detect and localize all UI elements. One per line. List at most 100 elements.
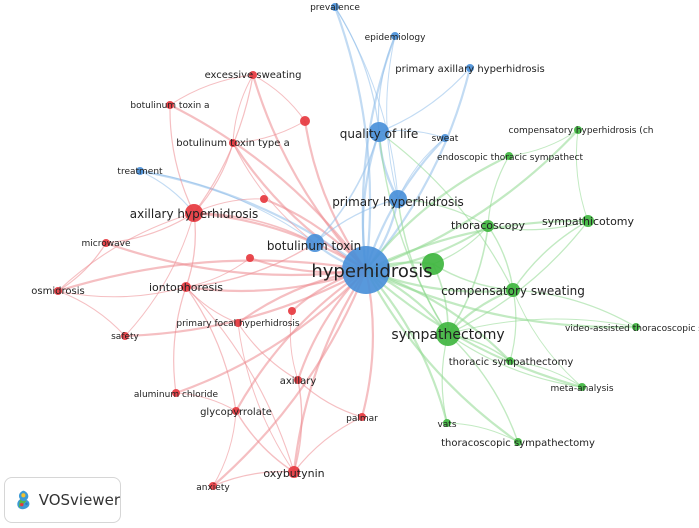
- network-link: [487, 225, 514, 291]
- node-safety[interactable]: [121, 332, 129, 340]
- network-link: [446, 422, 519, 443]
- node-microwave[interactable]: [102, 239, 110, 247]
- label-thoracic-sympathectomy[interactable]: thoracic sympathectomy: [449, 357, 574, 368]
- node-unlabeled-red-4[interactable]: [288, 307, 296, 315]
- label-oxybutynin[interactable]: oxybutynin: [263, 467, 324, 480]
- node-botulinum-toxin[interactable]: [306, 234, 324, 252]
- label-hyperhidrosis[interactable]: hyperhidrosis: [311, 261, 432, 282]
- network-link: [293, 379, 303, 473]
- network-link: [105, 241, 367, 277]
- label-iontophoresis[interactable]: iontophoresis: [149, 281, 223, 294]
- node-compensatory-hyperhidrosis[interactable]: [574, 126, 582, 134]
- node-compensatory-sweating[interactable]: [506, 283, 520, 297]
- network-nodes: [54, 3, 640, 490]
- node-excessive-sweating[interactable]: [249, 71, 257, 79]
- node-unlabeled-red-1[interactable]: [300, 116, 310, 126]
- label-axillary-hyperhidrosis[interactable]: axillary hyperhidrosis: [130, 207, 259, 221]
- network-link: [232, 120, 306, 144]
- node-thoracoscopic-sympathectomy[interactable]: [514, 438, 522, 446]
- label-compensatory-sweating[interactable]: compensatory sweating: [441, 284, 585, 298]
- label-botulinum-toxin-a[interactable]: botulinum toxin a: [130, 101, 209, 111]
- network-link: [365, 269, 583, 389]
- node-hyperhidrosis[interactable]: [342, 246, 390, 294]
- node-unlabeled-green-1[interactable]: [422, 253, 444, 275]
- node-primary-focal-hyperhidrosis[interactable]: [234, 319, 242, 327]
- node-botulinum-toxin-a[interactable]: [166, 101, 174, 109]
- label-video-assisted-thoracoscopic[interactable]: video-assisted thoracoscopic s: [565, 324, 699, 334]
- network-link: [297, 379, 363, 418]
- network-link: [185, 257, 251, 288]
- node-thoracoscopy[interactable]: [482, 220, 494, 232]
- label-sweat[interactable]: sweat: [432, 134, 459, 144]
- node-vats[interactable]: [443, 419, 451, 427]
- label-primary-axillary-hyperhidrosis[interactable]: primary axillary hyperhidrosis: [395, 64, 544, 75]
- label-primary-focal-hyperhidrosis[interactable]: primary focal hyperhidrosis: [176, 319, 300, 329]
- label-sympathicotomy[interactable]: sympathicotomy: [542, 215, 635, 228]
- network-link: [173, 286, 187, 394]
- network-link: [212, 471, 295, 487]
- node-aluminum-chloride[interactable]: [172, 389, 180, 397]
- node-unlabeled-red-2[interactable]: [260, 195, 268, 203]
- label-botulinum-toxin-type-a[interactable]: botulinum toxin type a: [176, 138, 289, 149]
- network-link: [487, 155, 510, 227]
- label-anxiety[interactable]: anxiety: [196, 483, 230, 493]
- label-safety[interactable]: safety: [111, 332, 139, 342]
- label-meta-analysis[interactable]: meta-analysis: [550, 384, 613, 394]
- label-excessive-sweating[interactable]: excessive sweating: [205, 70, 302, 81]
- network-labels: hyperhidrosis quality of life primary hype…: [31, 3, 699, 493]
- node-osmidrosis[interactable]: [54, 287, 62, 295]
- node-sweat[interactable]: [441, 134, 449, 142]
- label-primary-hyperhidrosis[interactable]: primary hyperhidrosis: [332, 195, 464, 209]
- node-video-assisted-thoracoscopic[interactable]: [632, 323, 640, 331]
- label-aluminum-chloride[interactable]: aluminum chloride: [134, 390, 219, 400]
- label-endoscopic-thoracic-sympathect[interactable]: endoscopic thoracic sympathect: [437, 153, 584, 163]
- node-glycopyrrolate[interactable]: [232, 407, 240, 415]
- node-primary-axillary-hyperhidrosis[interactable]: [466, 64, 474, 72]
- node-sympathicotomy[interactable]: [582, 215, 594, 227]
- node-thoracic-sympathectomy[interactable]: [506, 357, 514, 365]
- label-osmidrosis[interactable]: osmidrosis: [31, 286, 84, 297]
- network-link: [509, 289, 517, 362]
- node-palmar[interactable]: [358, 413, 366, 421]
- network-link: [124, 212, 195, 337]
- node-unlabeled-red-3[interactable]: [246, 254, 254, 262]
- node-axillary-hyperhidrosis[interactable]: [185, 204, 203, 222]
- node-primary-hyperhidrosis[interactable]: [389, 190, 407, 208]
- network-link: [57, 286, 187, 298]
- network-link: [447, 333, 519, 443]
- node-prevalence[interactable]: [331, 3, 339, 11]
- network-link: [57, 290, 126, 337]
- brand-name: VOSviewer: [38, 491, 120, 509]
- label-prevalence[interactable]: prevalence: [310, 3, 360, 13]
- node-treatment[interactable]: [136, 167, 144, 175]
- label-sympathectomy[interactable]: sympathectomy: [391, 327, 504, 343]
- network-link: [139, 170, 316, 244]
- label-thoracoscopy[interactable]: thoracoscopy: [451, 219, 526, 232]
- label-quality-of-life[interactable]: quality of life: [340, 127, 419, 141]
- node-quality-of-life[interactable]: [369, 122, 389, 142]
- label-vats[interactable]: vats: [437, 420, 456, 430]
- label-palmar[interactable]: palmar: [346, 414, 378, 424]
- node-botulinum-toxin-type-a[interactable]: [229, 139, 237, 147]
- node-oxybutynin[interactable]: [288, 466, 300, 478]
- label-glycopyrrolate[interactable]: glycopyrrolate: [200, 407, 272, 418]
- node-meta-analysis[interactable]: [578, 383, 586, 391]
- network-link: [57, 242, 107, 292]
- node-axillary[interactable]: [294, 376, 302, 384]
- label-compensatory-hyperhidrosis[interactable]: compensatory hyperhidrosis (ch: [509, 126, 654, 136]
- label-treatment[interactable]: treatment: [117, 167, 163, 177]
- label-microwave[interactable]: microwave: [82, 239, 131, 249]
- node-sympathectomy[interactable]: [436, 322, 460, 346]
- node-iontophoresis[interactable]: [181, 282, 191, 292]
- label-axillary[interactable]: axillary: [280, 376, 317, 387]
- network-link: [397, 198, 489, 227]
- label-botulinum-toxin[interactable]: botulinum toxin: [267, 239, 361, 253]
- node-anxiety[interactable]: [209, 482, 217, 490]
- node-endoscopic-thoracic-sympathect[interactable]: [505, 152, 513, 160]
- label-epidemiology[interactable]: epidemiology: [365, 33, 426, 43]
- node-epidemiology[interactable]: [391, 32, 399, 40]
- label-thoracoscopic-sympathectomy[interactable]: thoracoscopic sympathectomy: [441, 438, 595, 449]
- network-link: [252, 74, 306, 122]
